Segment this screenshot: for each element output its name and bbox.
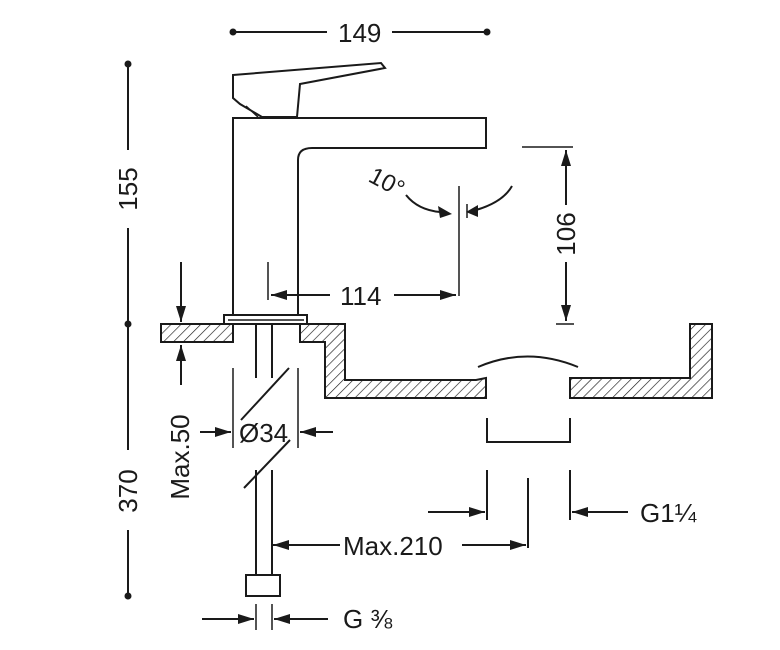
angle-indicator (405, 185, 513, 296)
dim-106-label: 106 (551, 212, 581, 256)
dim-34-label: Ø34 (239, 418, 289, 448)
dim-149-label: 149 (338, 18, 382, 48)
dim-g38-line (202, 604, 328, 630)
supply-hoses (240, 324, 291, 597)
dim-106-line (522, 146, 574, 325)
dim-max50-line (176, 262, 186, 385)
dim-370-label: 370 (113, 469, 143, 513)
dim-g38-label: G ⅜ (343, 604, 393, 634)
dim-149-line (229, 28, 491, 36)
countertop-section (160, 323, 713, 399)
dim-g114-line (428, 507, 628, 517)
dim-max210-line (273, 540, 526, 550)
dim-34-line (200, 368, 333, 448)
faucet-body (223, 61, 487, 325)
dim-max210-label: Max.210 (343, 531, 443, 561)
drain-assembly (477, 355, 579, 548)
dim-max50-label: Max.50 (165, 414, 195, 500)
dim-155-label: 155 (113, 167, 143, 211)
dim-114-line (267, 262, 456, 300)
dim-g114-label: G1¼ (640, 498, 697, 528)
dim-114-label: 114 (340, 281, 382, 311)
dim-left-vertical-line (124, 60, 132, 600)
